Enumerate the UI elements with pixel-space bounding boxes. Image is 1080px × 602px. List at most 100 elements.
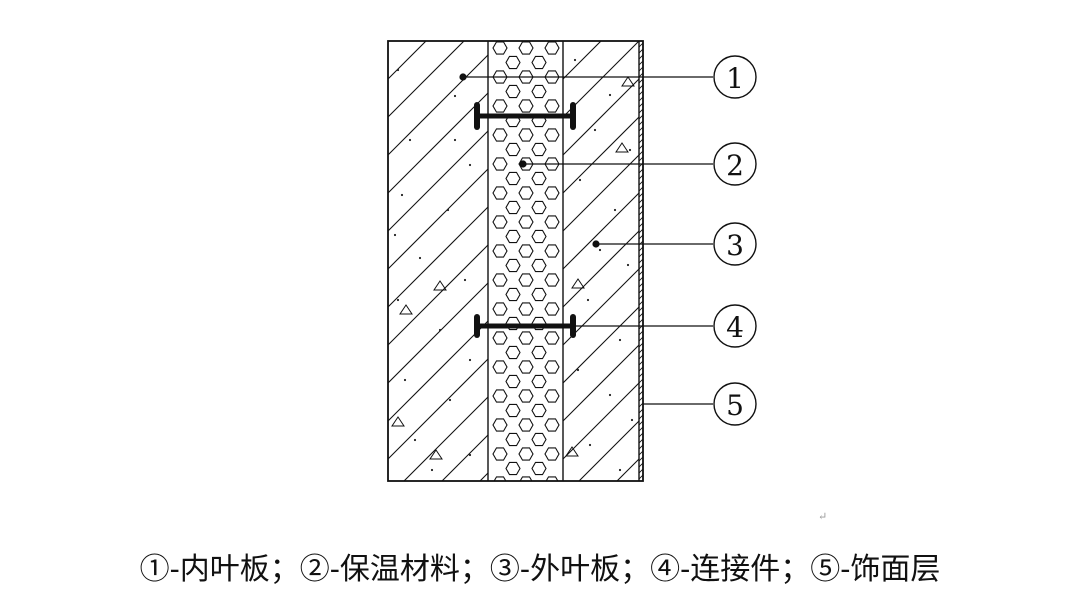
hatch-line — [639, 390, 643, 396]
insulation-hex — [492, 244, 508, 258]
hatch-line — [639, 474, 643, 480]
concrete-dot — [446, 208, 450, 212]
insulation-hex — [492, 215, 508, 229]
insulation-hex — [492, 157, 508, 171]
concrete-dot — [578, 178, 582, 182]
connector-upper — [474, 102, 576, 130]
insulation-hex — [544, 273, 560, 287]
insulation-hex — [531, 374, 547, 389]
concrete-dot — [618, 468, 622, 472]
insulation-hex — [518, 99, 534, 113]
callout-4: 4 — [713, 304, 757, 348]
hatch-line — [639, 234, 643, 240]
callout-3-label: 3 — [726, 229, 744, 262]
hatch-line — [563, 382, 639, 460]
aggregate-triangle — [391, 416, 405, 427]
concrete-dot — [438, 328, 442, 332]
insulation-hex — [518, 418, 534, 432]
insulation-hex — [544, 215, 560, 229]
hatch-line — [639, 174, 643, 180]
paragraph-return-mark: ↵ — [818, 510, 828, 523]
concrete-dot — [468, 163, 472, 167]
insulation-hex — [505, 403, 521, 418]
insulation-hex — [492, 331, 508, 345]
hatch-line — [639, 48, 643, 54]
insulation-hex — [544, 447, 560, 461]
concrete-dot — [453, 138, 457, 142]
concrete-dot — [418, 256, 422, 260]
aggregate-triangle — [399, 304, 413, 315]
aggregate-triangle — [615, 142, 629, 153]
hatch-line — [639, 294, 643, 300]
hatch-line — [639, 426, 643, 432]
hatch-line — [642, 480, 643, 481]
aggregate-triangle — [621, 76, 635, 87]
insulation-hex — [518, 389, 534, 403]
callout-1-label: 1 — [726, 62, 744, 95]
insulation-hex — [505, 461, 521, 476]
insulation-hex — [505, 287, 521, 302]
concrete-dot — [630, 418, 634, 422]
insulation-hex — [519, 476, 533, 481]
callout-2: 2 — [713, 142, 757, 186]
insulation-hex — [531, 403, 547, 418]
hatch-line — [563, 344, 639, 422]
hatch-line — [563, 78, 639, 156]
insulation-hex — [544, 244, 560, 258]
hatch-line — [639, 282, 643, 288]
concrete-dot — [588, 443, 592, 447]
hatch-line — [639, 120, 643, 126]
insulation-hex — [492, 41, 508, 55]
concrete-dot — [628, 148, 632, 152]
insulation-hex — [492, 128, 508, 142]
insulation-hex — [544, 389, 560, 403]
insulation-hex — [492, 273, 508, 287]
figure-caption: ①-内叶板；②-保温材料；③-外叶板；④-连接件；⑤-饰面层 — [139, 552, 941, 587]
hatch-line — [639, 384, 643, 390]
hatch-line — [639, 276, 643, 282]
hatch-line — [639, 144, 643, 150]
concrete-dot — [613, 208, 617, 212]
insulation-hex — [518, 41, 534, 55]
hatch-line — [639, 108, 643, 114]
concrete-dot — [453, 94, 457, 98]
hatch-line — [639, 114, 643, 120]
callout-5-label: 5 — [726, 389, 744, 422]
hatch-line — [563, 230, 639, 308]
insulation-hex — [531, 287, 547, 302]
hatch-line — [639, 252, 643, 258]
concrete-dot — [396, 68, 400, 72]
callout-5: 5 — [713, 382, 757, 426]
hatch-line — [639, 444, 643, 450]
callout-2-label: 2 — [726, 149, 744, 182]
hatch-line — [388, 320, 488, 422]
hatch-line — [388, 41, 427, 80]
hatch-line — [388, 168, 488, 270]
concrete-dot — [463, 278, 467, 282]
hatch-line — [639, 42, 643, 48]
hatch-line — [388, 282, 488, 384]
insulation-hex — [544, 186, 560, 200]
concrete-dot — [593, 128, 597, 132]
hatch-line — [639, 408, 643, 414]
panel-outlines — [387, 40, 644, 482]
insulation-hex — [505, 229, 521, 244]
hatch-line — [639, 468, 643, 474]
insulation-hex — [518, 447, 534, 461]
insulation-hex — [544, 99, 560, 113]
insulation-hex — [544, 128, 560, 142]
insulation-hex — [544, 360, 560, 374]
insulation-hex — [544, 418, 560, 432]
hatch-line — [578, 420, 639, 481]
leader-lines — [459, 73, 713, 405]
concrete-dot — [608, 393, 612, 397]
hatch-line — [639, 258, 643, 264]
hatch-line — [639, 90, 643, 96]
concrete-dot — [468, 453, 472, 457]
insulation-hex — [492, 360, 508, 374]
concrete-dot — [413, 438, 417, 442]
insulation-hex — [531, 229, 547, 244]
hatch-line — [639, 432, 643, 438]
insulation-hex — [544, 331, 560, 345]
